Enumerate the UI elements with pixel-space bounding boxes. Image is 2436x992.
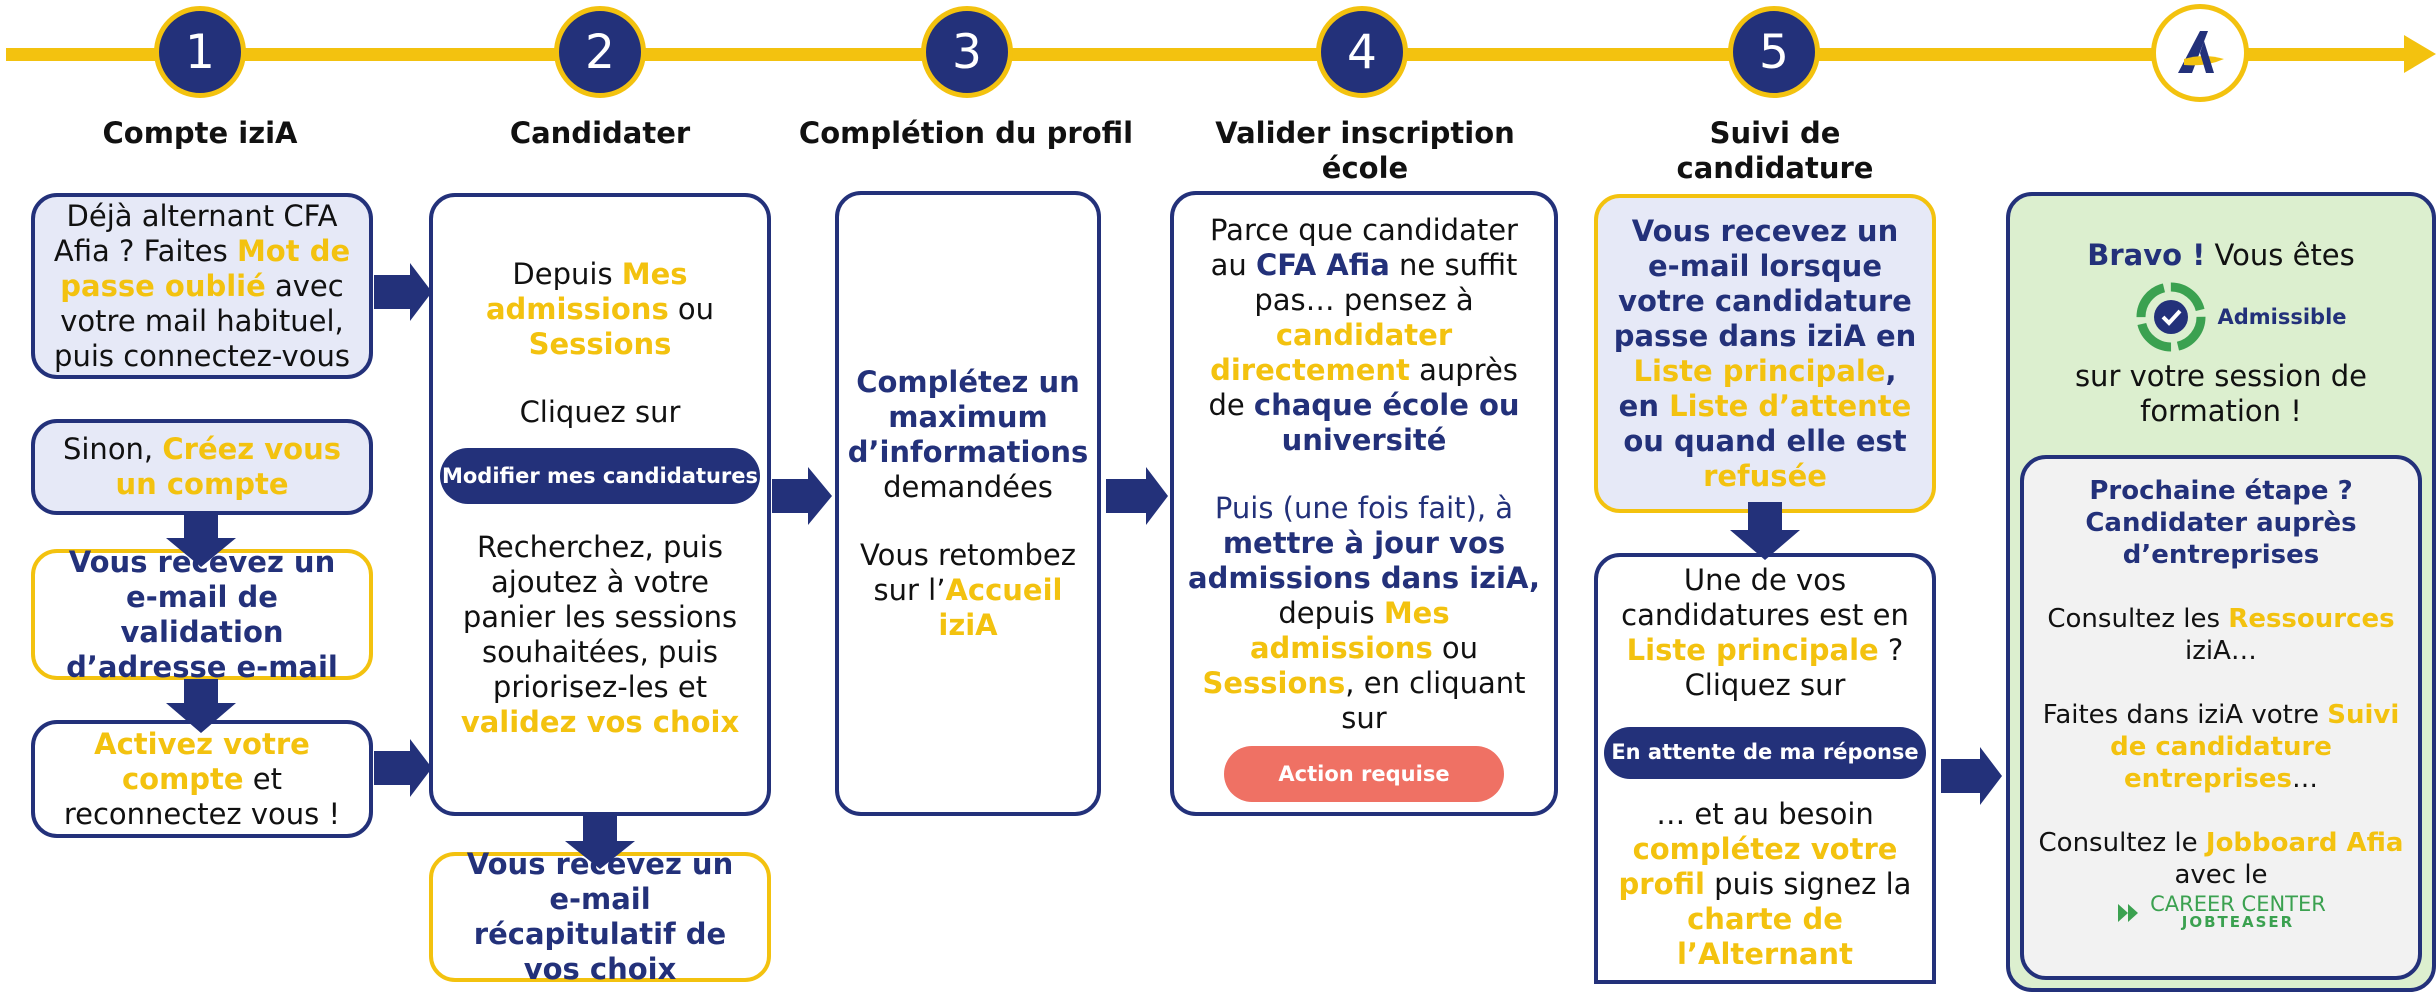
arrow-down-4 (1730, 502, 1800, 560)
main-list-box: Une de vos candidatures est en Liste pri… (1594, 553, 1936, 984)
admissible-badge: Admissible (2135, 281, 2347, 353)
activate-account-box: Activez votre compte et reconnectez vous… (31, 720, 373, 838)
timeline-arrowhead (2404, 35, 2436, 73)
admissible-check-icon (2136, 282, 2206, 352)
arrow-down-2 (166, 679, 236, 733)
arrow-down-3 (565, 812, 635, 869)
en-attente-reponse-button[interactable]: En attente de ma réponse (1604, 726, 1926, 779)
arrow-down-1 (166, 514, 236, 567)
step-5-title: Suivi de candidature (1676, 116, 1874, 185)
arrow-right-1 (374, 263, 432, 321)
school-registration-box: Parce que candidater au CFA Afia ne suff… (1170, 191, 1558, 816)
step-2-number: 2 (554, 6, 646, 98)
arrow-right-3 (772, 467, 832, 525)
next-step-box: Prochaine étape ? Candidater auprès d’en… (2020, 455, 2422, 980)
recap-email-box: Vous recevez un e-mail récapitulatif de … (429, 847, 771, 986)
step-4-title: Valider inscription école (1215, 116, 1515, 185)
profile-completion-box: Complétez un maximum d’informations dema… (835, 191, 1101, 816)
candidater-box: Depuis Mes admissions ou Sessions Clique… (429, 193, 771, 816)
arrow-right-2 (374, 739, 432, 797)
action-requise-button[interactable]: Action requise (1224, 746, 1504, 802)
step-5-number: 5 (1728, 6, 1820, 98)
jobteaser-icon (2118, 904, 2139, 922)
step-1-number: 1 (154, 6, 246, 98)
existing-account-box: Déjà alternant CFA Afia ? Faites Mot de … (31, 193, 373, 379)
arrow-right-5 (1941, 747, 2002, 805)
admissible-box: Bravo ! Vous êtes Admissible sur votre s… (2006, 192, 2436, 992)
career-center-logo: CAREER CENTER JOBTEASER (2116, 894, 2326, 931)
arrow-right-4 (1106, 467, 1168, 525)
step-3-title: Complétion du profil (798, 116, 1134, 150)
afia-logo-icon (2151, 4, 2249, 102)
modifier-candidatures-button[interactable]: Modifier mes candidatures (440, 448, 760, 504)
create-account-box: Sinon, Créez vous un compte (31, 419, 373, 515)
step-2-title: Candidater (509, 116, 691, 150)
status-email-box: Vous recevez un e-mail lorsque votre can… (1594, 194, 1936, 513)
step-3-number: 3 (921, 6, 1013, 98)
step-1-title: Compte iziA (102, 116, 298, 150)
step-4-number: 4 (1316, 6, 1408, 98)
